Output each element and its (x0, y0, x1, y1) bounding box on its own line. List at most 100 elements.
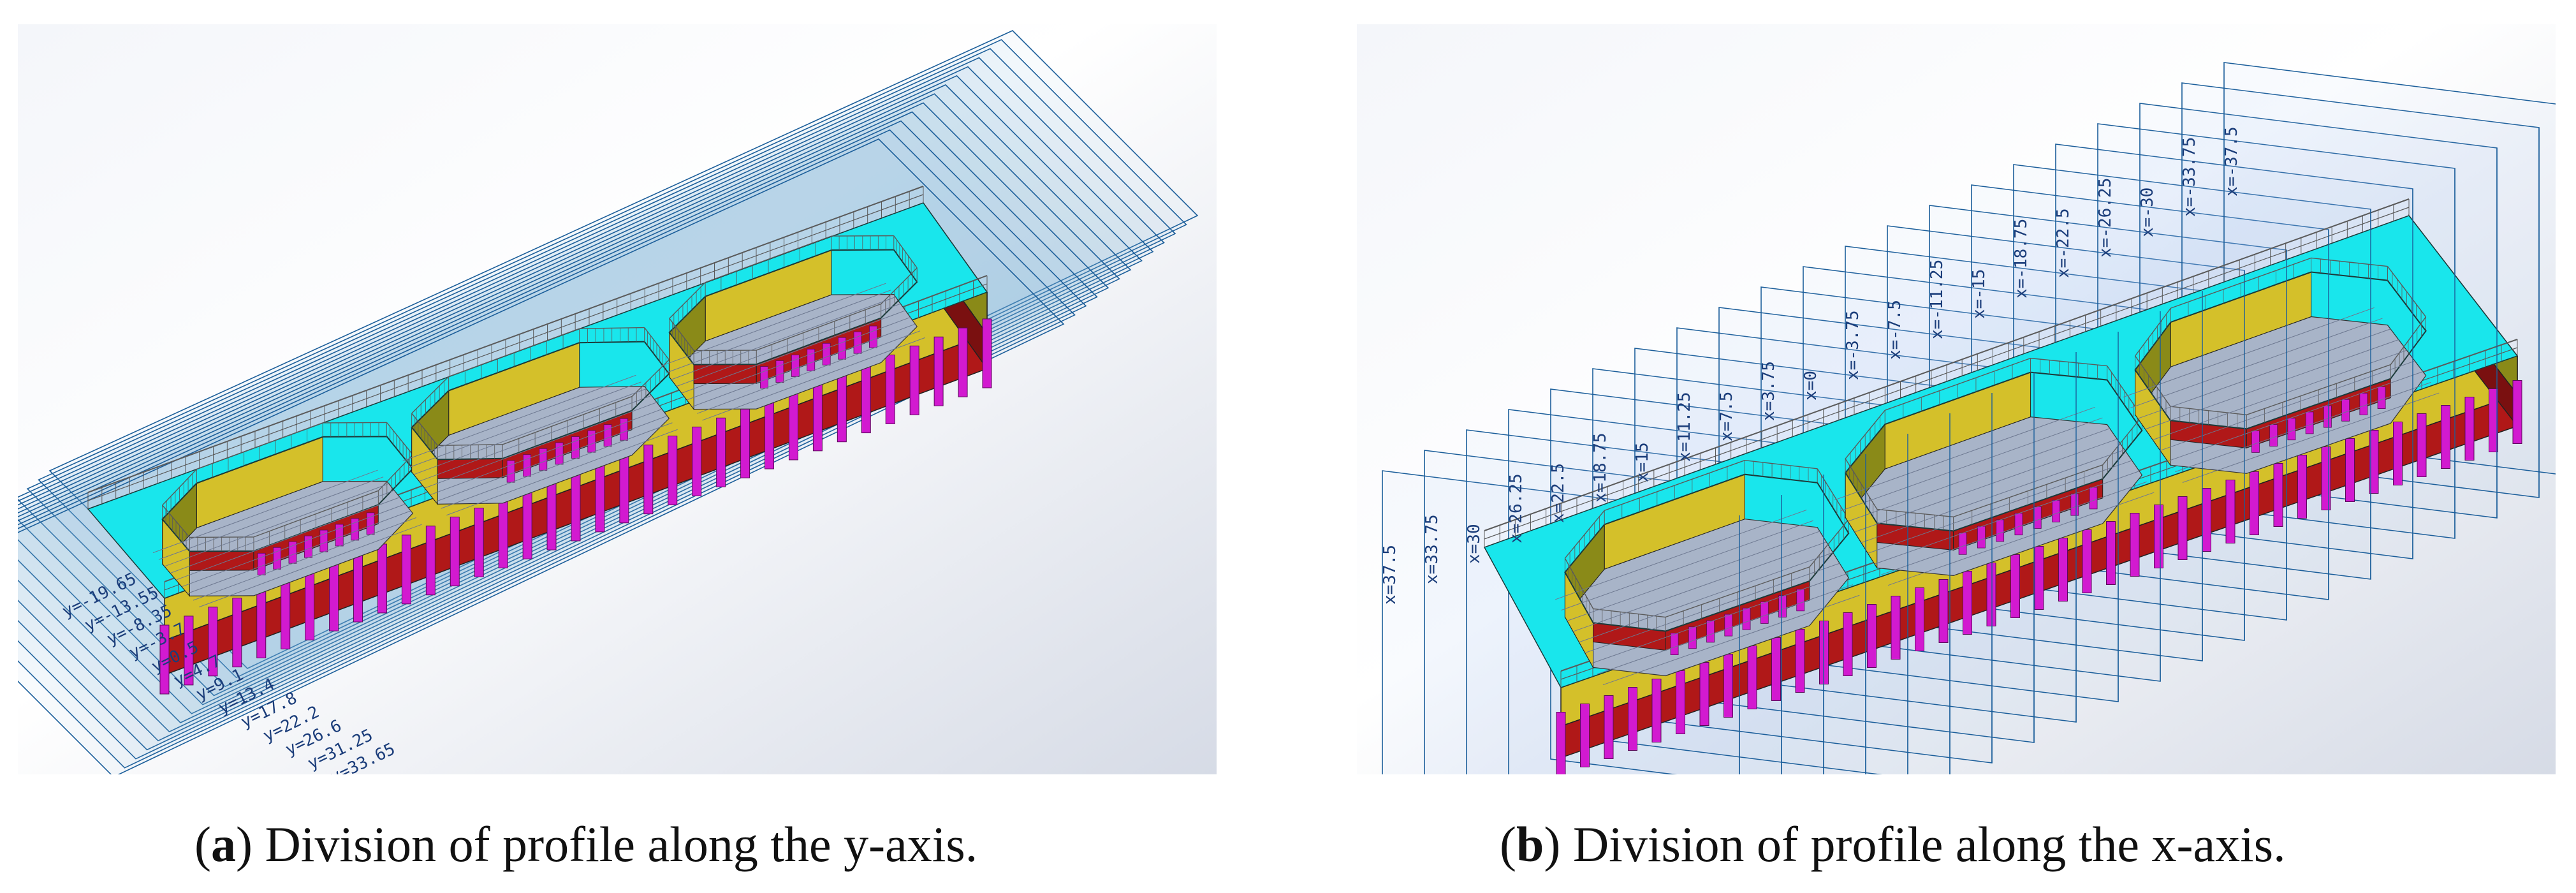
well-floor-line (2182, 392, 2440, 483)
well-floor-line (1881, 481, 2147, 575)
support-pillar (1604, 695, 1614, 759)
well-floor-line (702, 337, 925, 421)
well-floor-line (1572, 542, 1827, 632)
support-pillar (1676, 670, 1685, 734)
x-section-label: x=37.5 (1380, 545, 1400, 605)
well-floor-line (158, 476, 384, 560)
support-pillar (692, 426, 702, 496)
support-pillar (982, 318, 992, 388)
support-pillar (232, 598, 242, 668)
well-floor-line (152, 469, 378, 554)
well-railing (1845, 357, 2142, 531)
well-post (1796, 589, 1805, 612)
x-section-label: x=3.75 (1759, 361, 1778, 421)
support-pillar (2010, 554, 2020, 618)
well-1 (1555, 459, 1860, 686)
support-pillar (377, 543, 387, 614)
support-pillar (2393, 422, 2403, 485)
well-post (1688, 626, 1697, 649)
well-floor-line (1868, 460, 2132, 554)
well-post (620, 418, 628, 441)
well-post (2089, 487, 2098, 510)
support-pillar (1963, 571, 1972, 635)
pontoon-structure (1483, 198, 2522, 774)
support-pillar (885, 354, 895, 424)
support-pillar (474, 507, 484, 577)
well-3 (2123, 257, 2440, 483)
well-floor-line (1841, 417, 2103, 512)
well-floor-line (1834, 406, 2095, 501)
well-post (2305, 411, 2314, 434)
support-pillar (595, 462, 605, 533)
well-floor-line (2153, 350, 2407, 441)
well-railing (1564, 459, 1849, 631)
well-post (2287, 418, 2296, 441)
well-floor-line (661, 283, 886, 367)
x-section-label: x=-30 (2138, 188, 2157, 237)
well-post (822, 343, 831, 365)
well-railing (162, 422, 413, 552)
support-pillar (353, 552, 363, 623)
support-pillar (812, 381, 823, 452)
well-floor-line (419, 395, 652, 482)
support-pillar (1915, 587, 1924, 651)
well-post (1977, 526, 1986, 549)
well-rim (1564, 473, 1850, 632)
support-pillar (184, 616, 194, 686)
well-floor-line (1561, 520, 1813, 611)
pontoon-structure (87, 186, 992, 695)
support-pillar (1867, 604, 1877, 668)
x-section-label: x=-15 (1970, 269, 1989, 319)
support-pillar (2034, 546, 2044, 610)
y-axis-profile-drawing: y=-19.65y=-13.55y=-8.35y=-3.7y=0.5y=4.7y… (18, 24, 1217, 774)
x-section-label: x=-26.25 (2096, 178, 2115, 258)
well-post (853, 331, 862, 354)
support-pillar (329, 561, 339, 631)
support-pillar (1651, 679, 1662, 742)
support-pillar (740, 408, 750, 478)
caption-a-text: ) Division of profile along the y-axis. (235, 816, 978, 872)
support-pillar (450, 517, 460, 587)
well-post (1742, 607, 1751, 630)
well-floor-line (681, 310, 906, 394)
x-section-label: x=-37.5 (2222, 126, 2241, 196)
well-floor-line (1874, 471, 2140, 565)
x-section-label: x=7.5 (1717, 392, 1736, 441)
support-pillar (2106, 521, 2116, 585)
well-post (2359, 393, 2368, 415)
well-floor-line (1597, 584, 1854, 675)
support-pillar (208, 607, 218, 677)
well-floor-line (430, 408, 662, 496)
well-floor-line (441, 422, 673, 509)
well-floor-line (671, 297, 896, 380)
support-pillar (159, 624, 170, 695)
caption-b: (b) Division of profile along the x-axis… (1500, 816, 2286, 872)
well-2 (1834, 357, 2155, 586)
support-pillar (1938, 579, 1949, 643)
well-floor-line (2145, 339, 2399, 430)
well-floor-line (1861, 449, 2125, 543)
support-pillar (522, 489, 532, 559)
support-pillar (2082, 529, 2092, 593)
well-wall (437, 458, 503, 479)
x-section-label: x=11.25 (1675, 392, 1694, 462)
caption-a-letter: a (210, 816, 236, 872)
well-floor-line (413, 388, 647, 475)
well-post (838, 337, 847, 360)
well-floor-line (187, 510, 411, 594)
well-post (2052, 499, 2060, 522)
support-pillar (2489, 388, 2498, 452)
support-pillar (1699, 662, 1709, 726)
well-post (791, 355, 800, 377)
support-pillar (281, 579, 291, 649)
x-section-label: x=-18.75 (2012, 219, 2031, 299)
well-floor-line (424, 402, 657, 489)
well-floor-line (1567, 531, 1820, 621)
x-section-plane-edges (1739, 128, 2540, 774)
x-section-label: x=18.75 (1591, 432, 1610, 503)
well-floor-line (2123, 307, 2375, 398)
support-pillar (1556, 712, 1566, 774)
support-pillar (788, 390, 798, 461)
